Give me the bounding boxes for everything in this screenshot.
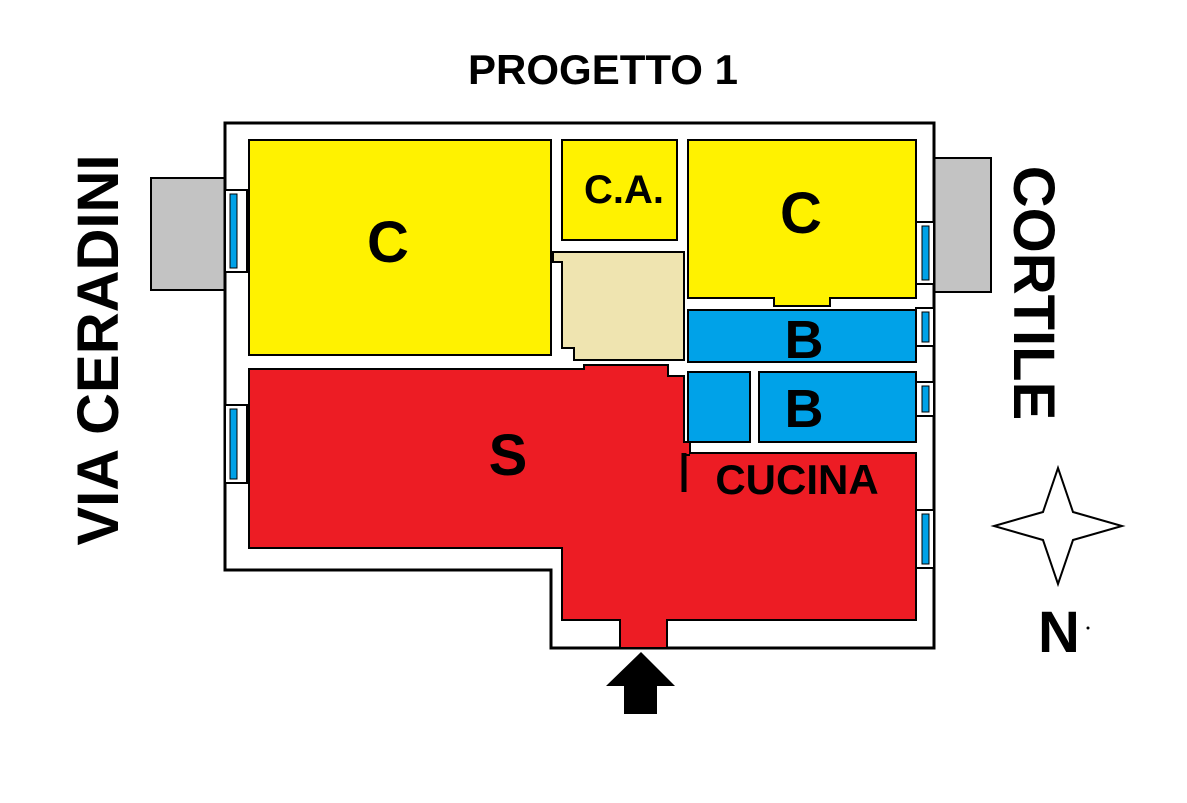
label-kitchen: CUCINA [715,456,878,503]
room-bath-lower-anteroom [687,371,751,443]
label-closet: C.A. [584,168,664,212]
entrance-arrow-icon [606,652,675,714]
label-bath-upper: B [785,310,824,370]
room-living [248,364,917,649]
courtyard-label: CORTILE [1001,166,1066,421]
balcony-right [933,157,992,293]
label-bedroom-left: C [367,210,409,275]
compass-star-icon [990,464,1126,588]
balcony-left [150,177,226,291]
label-living: S [489,423,528,488]
label-bedroom-right: C [780,181,822,246]
windows [224,189,935,569]
street-label: VIA CERADINI [66,155,131,546]
room-hallway [552,251,685,361]
room-bath-lower [758,371,917,443]
north-label: N [1038,600,1080,665]
room-bedroom-left [248,139,552,356]
plan-title: PROGETTO 1 [468,46,738,93]
room-closet [561,139,678,241]
dot-mark [1086,626,1090,630]
label-bath-lower: B [785,379,824,439]
room-bedroom-right [687,139,917,307]
room-bath-upper [687,309,917,363]
